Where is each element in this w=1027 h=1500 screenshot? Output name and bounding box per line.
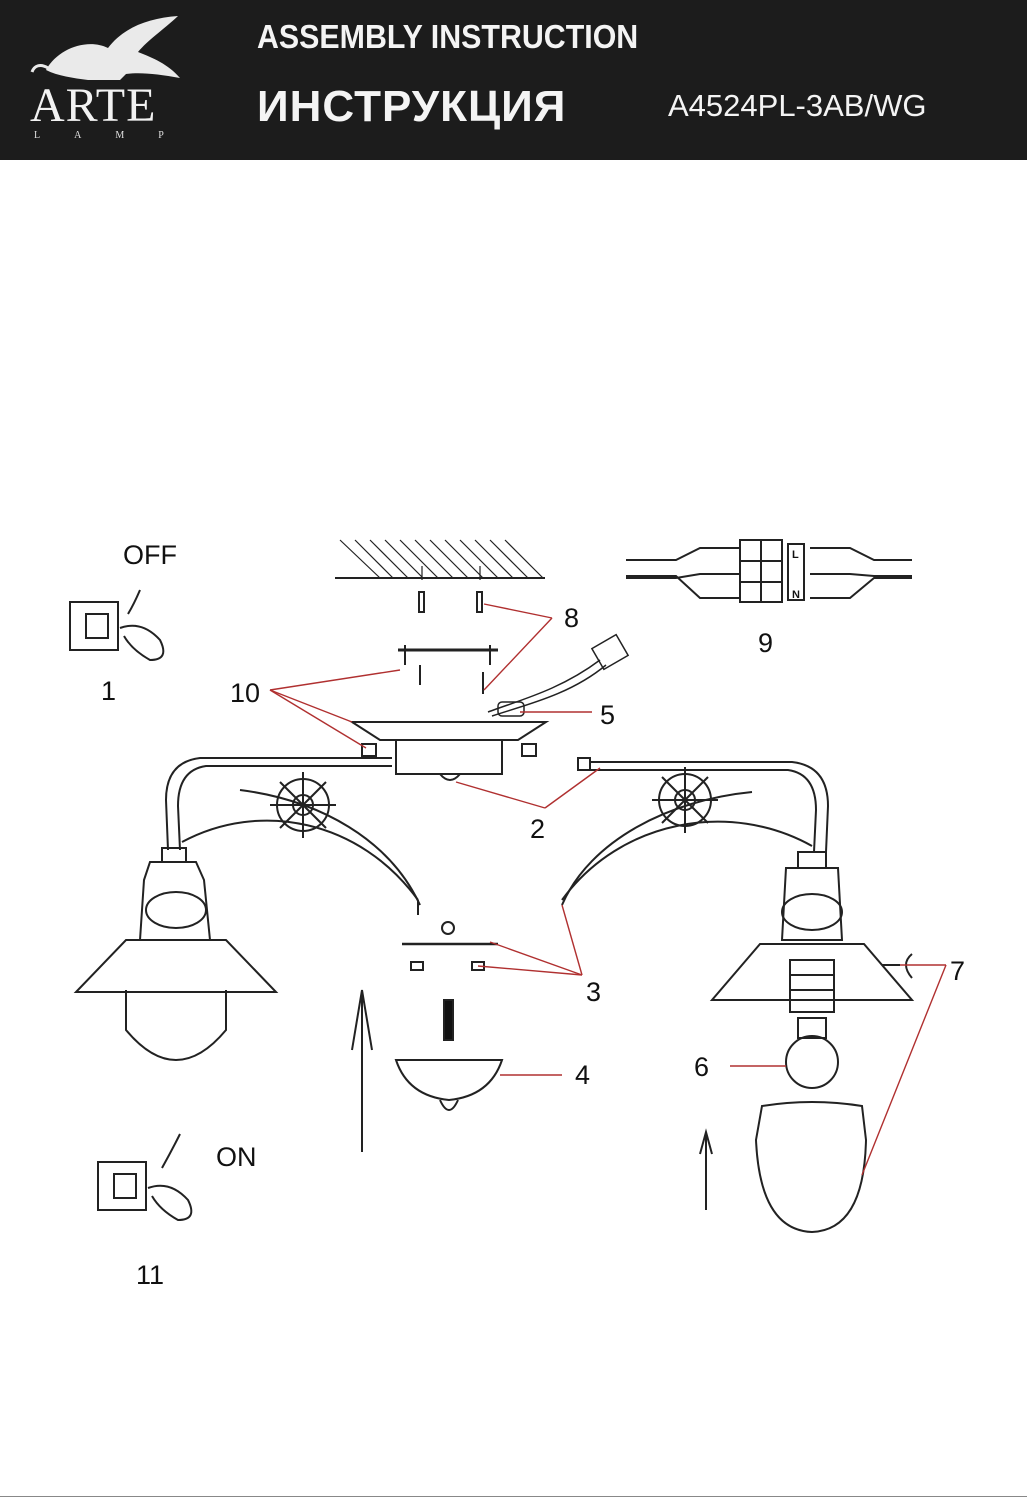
center-bottom-parts — [402, 921, 498, 1041]
wire-connector — [487, 633, 630, 717]
terminal-label-l: L — [792, 549, 799, 561]
glass-shade — [754, 1101, 868, 1234]
bottom-rule — [0, 1496, 1027, 1497]
brand-name: ARTE — [30, 79, 157, 132]
header-banner: ARTE LAMP ASSEMBLY INSTRUCTION ИНСТРУКЦИ… — [0, 0, 1027, 160]
wall-switch-off — [69, 589, 165, 662]
title-english: ASSEMBLY INSTRUCTION — [257, 18, 639, 55]
callout-3: 3 — [586, 977, 601, 1007]
callout-5: 5 — [600, 700, 615, 730]
left-arm — [164, 757, 421, 915]
callout-11: 11 — [136, 1260, 164, 1290]
callout-7: 7 — [950, 956, 965, 986]
right-arm — [561, 757, 830, 906]
mounting-bracket — [398, 645, 498, 694]
ceiling-hatch — [335, 539, 545, 580]
assembly-arrow-icon — [351, 989, 373, 1152]
model-number: A4524PL-3AB/WG — [668, 88, 927, 123]
callout-2: 2 — [530, 814, 545, 844]
switch-on-label: ON — [216, 1142, 257, 1172]
callout-6: 6 — [694, 1052, 709, 1082]
ceiling-canopy — [348, 721, 550, 781]
wall-switch-on — [97, 1133, 193, 1222]
switch-off-label: OFF — [123, 540, 177, 570]
callout-8: 8 — [564, 603, 579, 633]
right-lamp-shade — [709, 851, 915, 1013]
terminal-label-n: N — [792, 589, 800, 601]
brand-subtitle: LAMP — [34, 130, 198, 141]
wall-anchor — [418, 591, 425, 613]
title-russian: ИНСТРУКЦИЯ — [257, 82, 567, 131]
terminal-block — [626, 539, 912, 603]
light-bulb — [785, 1017, 839, 1089]
callout-9: 9 — [758, 628, 773, 658]
wall-anchor — [476, 591, 483, 613]
callout-10: 10 — [230, 678, 260, 708]
callout-1: 1 — [101, 676, 116, 706]
fixing-screw — [882, 953, 913, 979]
left-lamp-shade — [73, 847, 279, 1061]
callout-4: 4 — [575, 1060, 590, 1090]
winged-lion-logo-icon — [30, 16, 180, 80]
assembly-arrow-icon — [699, 1128, 713, 1210]
callout-leaders — [269, 603, 947, 1176]
decorative-cup — [394, 1059, 504, 1111]
